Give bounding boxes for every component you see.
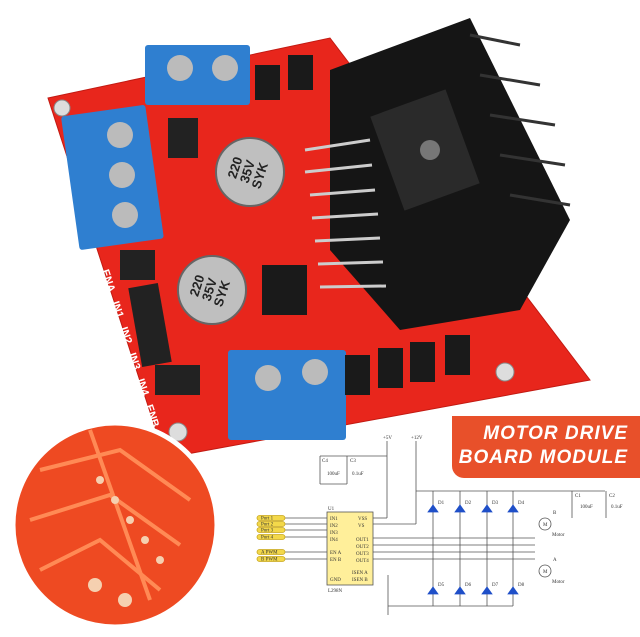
diode-label: D3: [492, 501, 499, 506]
diode-label: D8: [518, 583, 525, 588]
schematic-labels: +5V +12V C4 100uF C3 0.1uF C1 100uF C2 0…: [261, 436, 623, 594]
c2-label: C2: [609, 494, 615, 499]
c2-value: 0.1uF: [611, 505, 623, 510]
diode-label: D2: [465, 501, 472, 506]
supply-5v-label: +5V: [383, 436, 392, 441]
motor-b-label: B: [553, 511, 557, 516]
terminal-block-left: [61, 105, 164, 250]
pin-label: IN2: [330, 524, 338, 529]
c4-label: C4: [322, 459, 328, 464]
pin-label: IN3: [330, 531, 338, 536]
diode-label: D7: [492, 583, 499, 588]
diode-label: D1: [438, 501, 445, 506]
pin-label: GND: [330, 578, 341, 583]
pin-label: OUT3: [356, 552, 369, 557]
pin-label: OUT1: [356, 538, 369, 543]
pin-label: ISEN B: [352, 578, 368, 583]
diode-symbol: [481, 586, 493, 595]
port-label: Port 3: [261, 529, 274, 534]
schematic-diagram: [256, 441, 607, 615]
port-label: A PWM: [261, 551, 278, 556]
diode-symbol: [454, 504, 466, 513]
pin-label: IN1: [330, 517, 338, 522]
diode-label: D5: [438, 583, 445, 588]
jumper: [120, 250, 155, 280]
motor-a-label: A: [553, 558, 557, 563]
mount-hole: [495, 362, 515, 382]
c3-label: C3: [350, 459, 356, 464]
jumper: [155, 365, 200, 395]
motor-b-name: Motor: [552, 533, 565, 538]
port-connector: [256, 527, 286, 533]
c1-label: C1: [575, 494, 581, 499]
heatsink: [330, 18, 571, 330]
pin-header: [128, 283, 172, 367]
pin-label: EN B: [330, 558, 342, 563]
diode-label: D4: [518, 501, 525, 506]
pin-label: OUT4: [356, 559, 369, 564]
chip-ref: U1: [328, 507, 335, 512]
pin-label: VS: [358, 524, 365, 529]
port-label: Port 2: [261, 523, 274, 528]
chip-pins: [304, 138, 387, 289]
terminal-block-top: [145, 45, 250, 105]
diode-symbol: [507, 586, 519, 595]
supply-12v-label: +12V: [411, 436, 423, 441]
c4-value: 100uF: [327, 472, 340, 477]
c1-value: 100uF: [580, 505, 593, 510]
motor-a-name: Motor: [552, 580, 565, 585]
diode-symbol: [454, 586, 466, 595]
chip-part: L298N: [328, 589, 343, 594]
banner-line-1: MOTOR DRIVE: [483, 423, 628, 444]
jumper: [168, 118, 198, 158]
motor-a-symbol: M: [543, 570, 548, 575]
pin-label: EN A: [330, 551, 342, 556]
port-connector: [256, 534, 286, 540]
pcb-back-inset: [10, 420, 220, 630]
capacitor: [215, 137, 285, 207]
diode-symbol: [481, 504, 493, 513]
c3-value: 0.1uF: [352, 472, 364, 477]
mount-hole: [168, 422, 188, 442]
port-label: Port 4: [261, 536, 274, 541]
port-label: Port 1: [261, 517, 274, 522]
capacitor: [177, 255, 247, 325]
terminal-block-bottom: [228, 350, 346, 440]
pin-label: ISEN A: [352, 571, 368, 576]
port-connector: [256, 556, 286, 562]
diode-symbol: [427, 586, 439, 595]
diode-symbol: [507, 504, 519, 513]
mount-hole: [53, 99, 71, 117]
diode-label: D6: [465, 583, 472, 588]
motor-b-symbol: M: [543, 523, 548, 528]
port-label: B PWM: [261, 558, 278, 563]
port-connector: [256, 521, 286, 527]
diode-symbol: [427, 504, 439, 513]
pin-label: VSS: [358, 517, 367, 522]
port-connector: [256, 549, 286, 555]
pin-label: IN4: [330, 538, 338, 543]
diodes: [255, 55, 470, 395]
title-banner: MOTOR DRIVE BOARD MODULE: [452, 416, 640, 478]
banner-line-2: BOARD MODULE: [458, 447, 628, 468]
pin-label: OUT2: [356, 545, 369, 550]
port-connector: [256, 515, 286, 521]
